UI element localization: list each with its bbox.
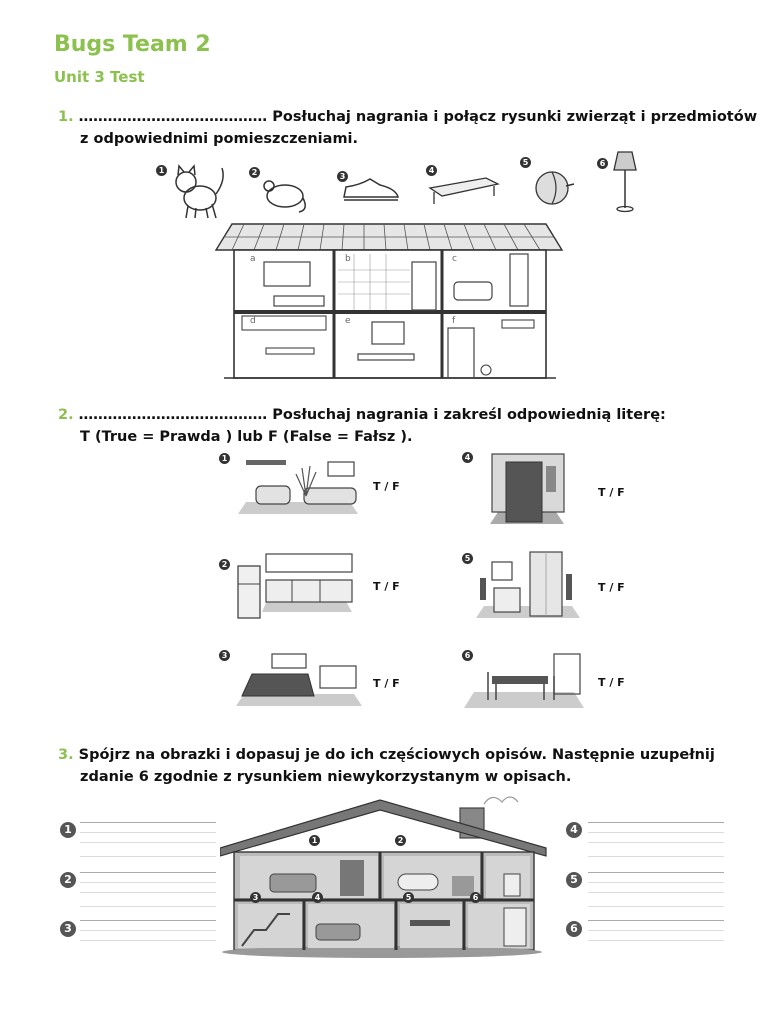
task2-tf-4[interactable]: T / F [598, 486, 625, 499]
task3-number: 3. [58, 747, 74, 763]
page-subtitle: Unit 3 Test [54, 68, 145, 86]
task2-tf-2[interactable]: T / F [373, 580, 400, 593]
task2-tf-5[interactable]: T / F [598, 581, 625, 594]
task3-room-number-1: 1 [309, 835, 320, 846]
writing-line[interactable] [80, 920, 216, 921]
task3-left-number-3: 3 [60, 921, 76, 937]
item-number-6: 6 [597, 158, 608, 169]
task2-item-number-2: 2 [219, 559, 230, 570]
writing-line[interactable] [80, 822, 216, 823]
writing-line[interactable] [80, 930, 216, 931]
room-letter-b: b [345, 254, 351, 264]
task2-item-number-1: 1 [219, 453, 230, 464]
task3-room-number-4: 4 [312, 892, 323, 903]
room-letter-a: a [250, 254, 256, 264]
writing-line[interactable] [80, 856, 216, 857]
task3-right-number-5: 5 [566, 872, 582, 888]
mouse-icon [263, 180, 306, 213]
page-title: Bugs Team 2 [54, 32, 211, 57]
task3-instruction: 3. Spójrz na obrazki i dopasuj je do ich… [58, 744, 715, 788]
task2-tf-6[interactable]: T / F [598, 676, 625, 689]
writing-line[interactable] [588, 920, 724, 921]
writing-line[interactable] [588, 892, 724, 893]
task2-tf-1[interactable]: T / F [373, 480, 400, 493]
task3-line1: Spójrz na obrazki i dopasuj je do ich cz… [78, 747, 715, 763]
shoe-icon [343, 178, 399, 201]
task2-item-number-5: 5 [462, 553, 473, 564]
item-number-1: 1 [156, 165, 167, 176]
item-number-2: 2 [249, 167, 260, 178]
task1-number: 1. [58, 109, 74, 125]
task3-room-number-2: 2 [395, 835, 406, 846]
task3-right-number-4: 4 [566, 822, 582, 838]
task1-house-picture [214, 223, 564, 379]
task2-line2: T (True = Prawda ) lub F (False = Fałsz … [80, 429, 413, 445]
task2-answer-dots: ………………………………… [78, 407, 268, 423]
writing-line[interactable] [80, 842, 216, 843]
task2-item-number-4: 4 [462, 452, 473, 463]
bathroom-picture [476, 551, 580, 618]
writing-line[interactable] [588, 832, 724, 833]
task2-tf-3[interactable]: T / F [373, 677, 400, 690]
writing-line[interactable] [80, 832, 216, 833]
task3-left-number-1: 1 [60, 822, 76, 838]
writing-line[interactable] [80, 892, 216, 893]
room-letter-c: c [452, 254, 457, 264]
ball-icon [535, 171, 575, 205]
item-number-5: 5 [520, 157, 531, 168]
task2-line1: Posłuchaj nagrania i zakreśl odpowiednią… [272, 407, 666, 423]
task3-line2: zdanie 6 zgodnie z rysunkiem niewykorzys… [80, 769, 572, 785]
writing-line[interactable] [80, 882, 216, 883]
writing-line[interactable] [80, 872, 216, 873]
task3-room-number-6: 6 [470, 892, 481, 903]
lamp-icon [613, 151, 637, 213]
room-letter-d: d [250, 316, 256, 326]
writing-line[interactable] [588, 940, 724, 941]
writing-line[interactable] [588, 906, 724, 907]
task3-right-number-6: 6 [566, 921, 582, 937]
dining-room-picture [464, 653, 584, 708]
bedroom-picture [236, 653, 362, 706]
writing-line[interactable] [588, 856, 724, 857]
writing-line[interactable] [588, 882, 724, 883]
writing-line[interactable] [588, 822, 724, 823]
task3-house-picture [220, 796, 547, 958]
hall-door-picture [490, 453, 565, 524]
task2-item-number-6: 6 [462, 650, 473, 661]
room-letter-e: e [345, 316, 351, 326]
task1-line2: z odpowiednimi pomieszczeniami. [80, 131, 359, 147]
task2-instruction: 2. ………………………………… Posłuchaj nagrania i za… [58, 404, 666, 448]
task2-item-number-3: 3 [219, 650, 230, 661]
shelf-icon [428, 177, 500, 204]
living-room-picture [238, 460, 358, 514]
task1-instruction: 1. ………………………………… Posłuchaj nagrania i po… [58, 106, 757, 150]
writing-line[interactable] [588, 930, 724, 931]
item-number-4: 4 [426, 165, 437, 176]
task2-number: 2. [58, 407, 74, 423]
cat-icon [175, 164, 224, 219]
room-letter-f: f [452, 316, 456, 326]
writing-line[interactable] [80, 940, 216, 941]
task1-line1: Posłuchaj nagrania i połącz rysunki zwie… [272, 109, 758, 125]
task3-room-number-3: 3 [250, 892, 261, 903]
writing-line[interactable] [588, 872, 724, 873]
writing-line[interactable] [80, 906, 216, 907]
kitchen-picture [237, 553, 353, 619]
writing-line[interactable] [588, 842, 724, 843]
task3-left-number-2: 2 [60, 872, 76, 888]
item-number-3: 3 [337, 171, 348, 182]
task1-answer-dots: ………………………………… [78, 109, 268, 125]
task3-room-number-5: 5 [403, 892, 414, 903]
